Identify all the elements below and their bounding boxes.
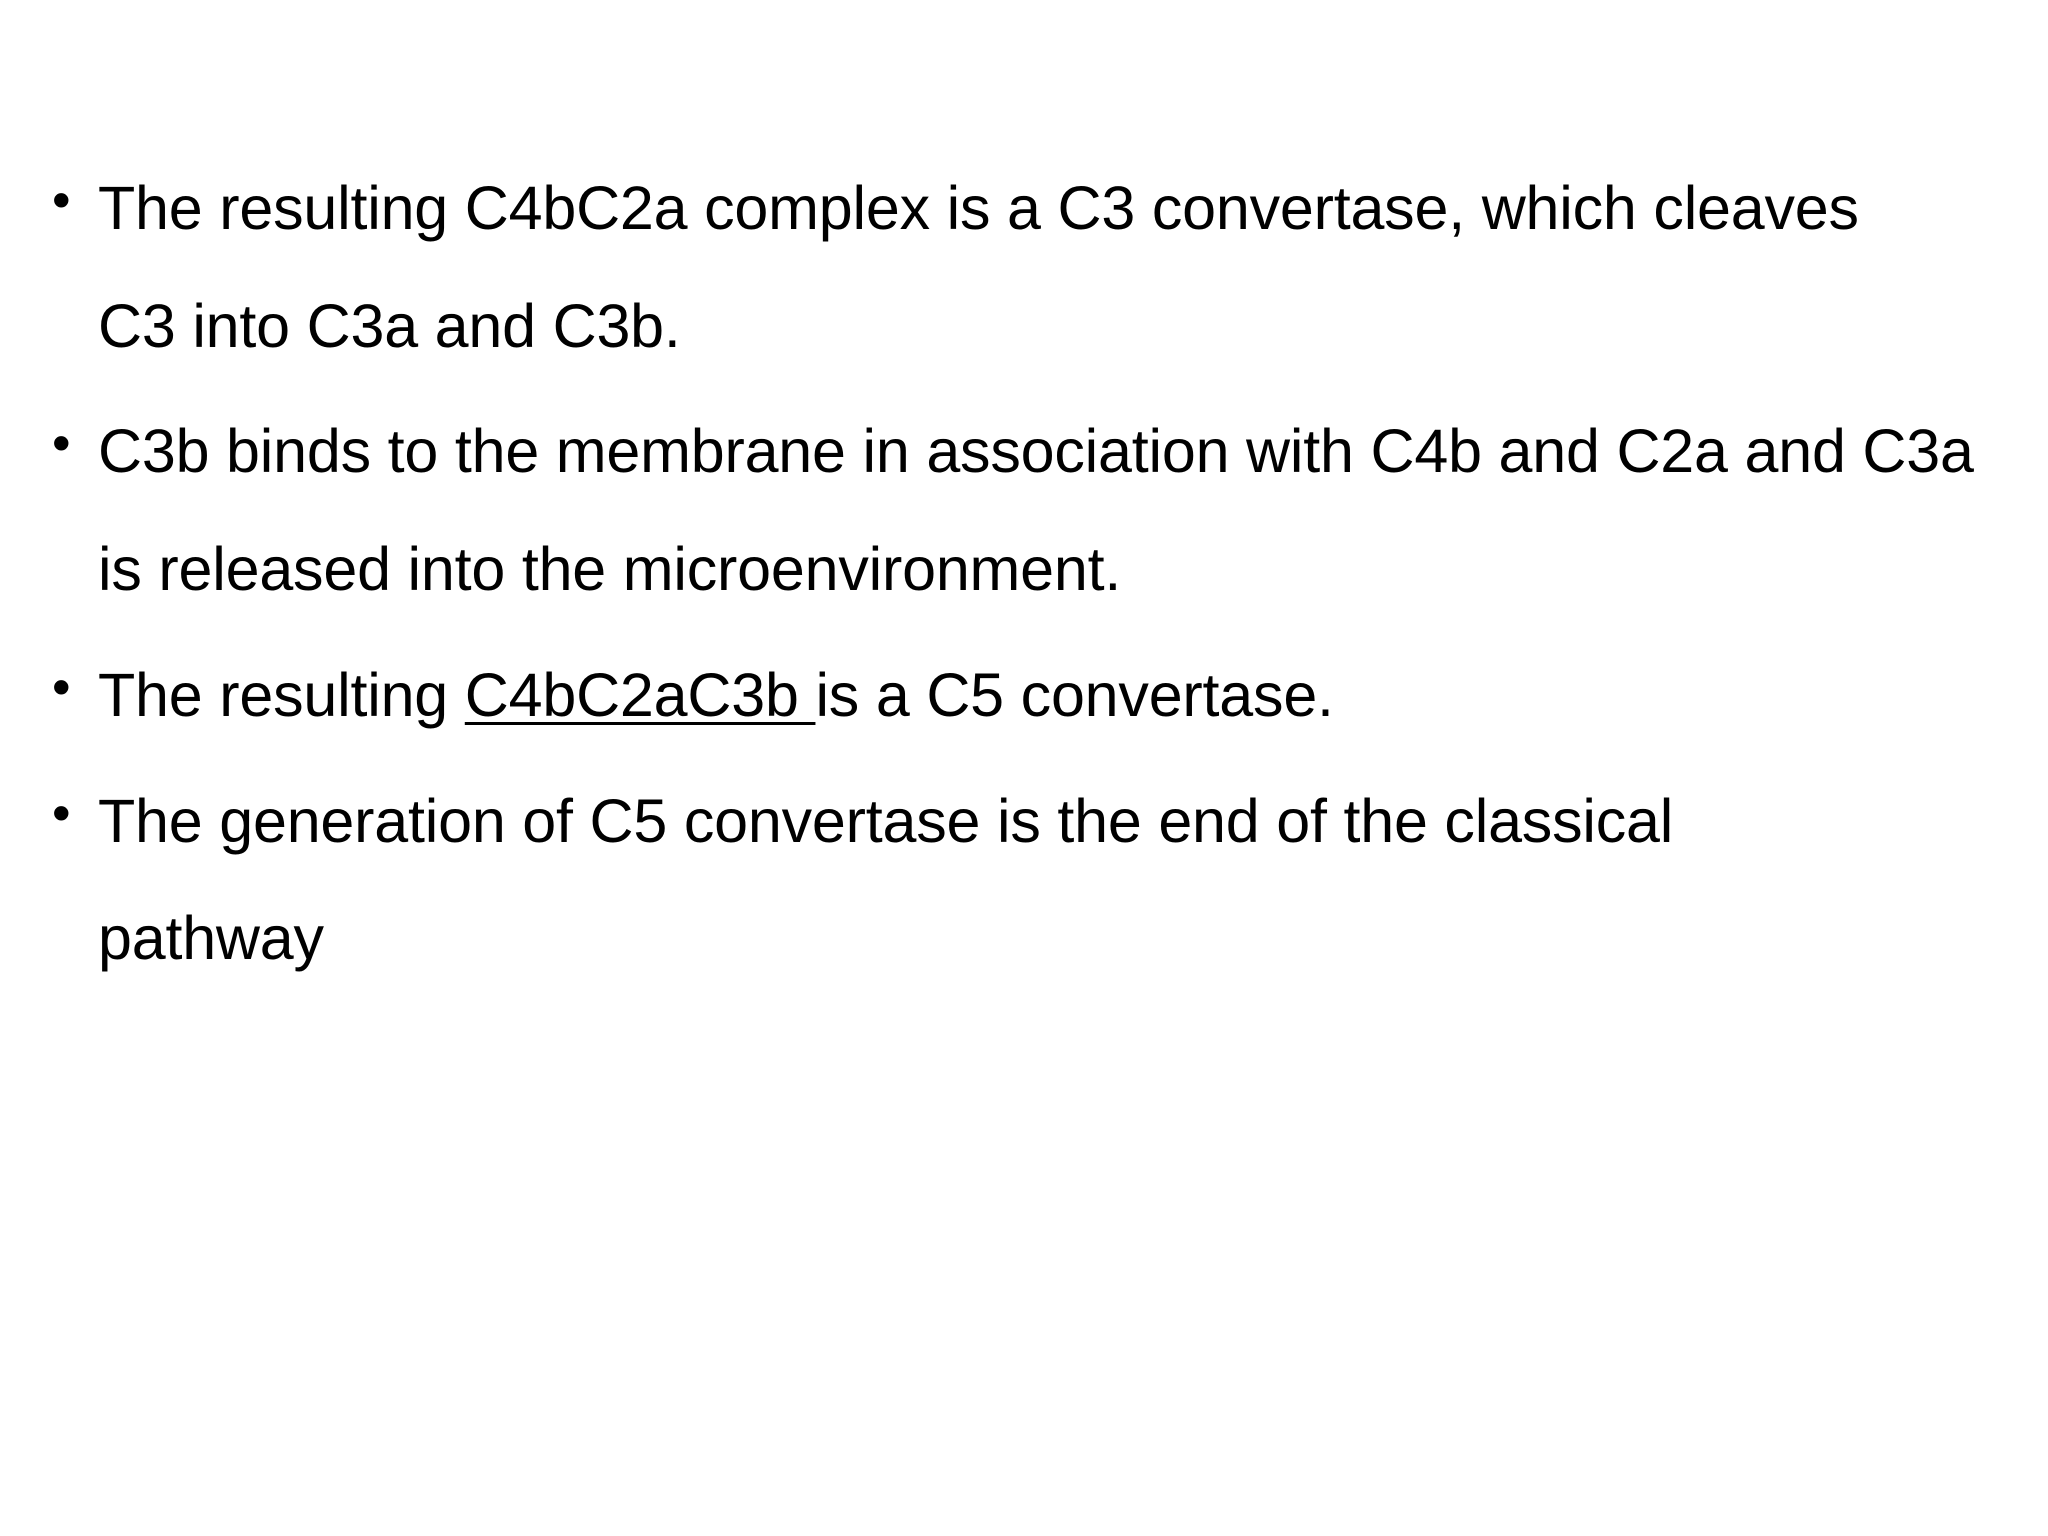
list-item: • The generation of C5 convertase is the… [52, 763, 1978, 998]
list-item: • The resulting C4bC2aC3b is a C5 conver… [52, 637, 1978, 755]
bullet-point-icon: • [52, 414, 71, 474]
bullet-point-icon: • [52, 171, 71, 230]
bullet-text: The resulting C4bC2a complex is a C3 con… [98, 174, 1859, 360]
bullet-list: • The resulting C4bC2a complex is a C3 c… [52, 150, 1978, 998]
bullet-point-icon: • [52, 657, 71, 717]
list-item: • The resulting C4bC2a complex is a C3 c… [52, 150, 1978, 385]
list-item: • C3b binds to the membrane in associati… [52, 393, 1978, 628]
bullet-text: The generation of C5 convertase is the e… [98, 786, 1674, 973]
bullet-text-suffix: is a C5 convertase. [815, 660, 1334, 729]
bullet-point-icon: • [52, 783, 71, 843]
underlined-term: C4bC2aC3b [464, 660, 816, 729]
bullet-text: The resulting C4bC2aC3b is a C5 converta… [98, 637, 1978, 755]
bullet-text-prefix: The resulting [98, 660, 465, 729]
bullet-text: C3b binds to the membrane in association… [98, 417, 1974, 604]
